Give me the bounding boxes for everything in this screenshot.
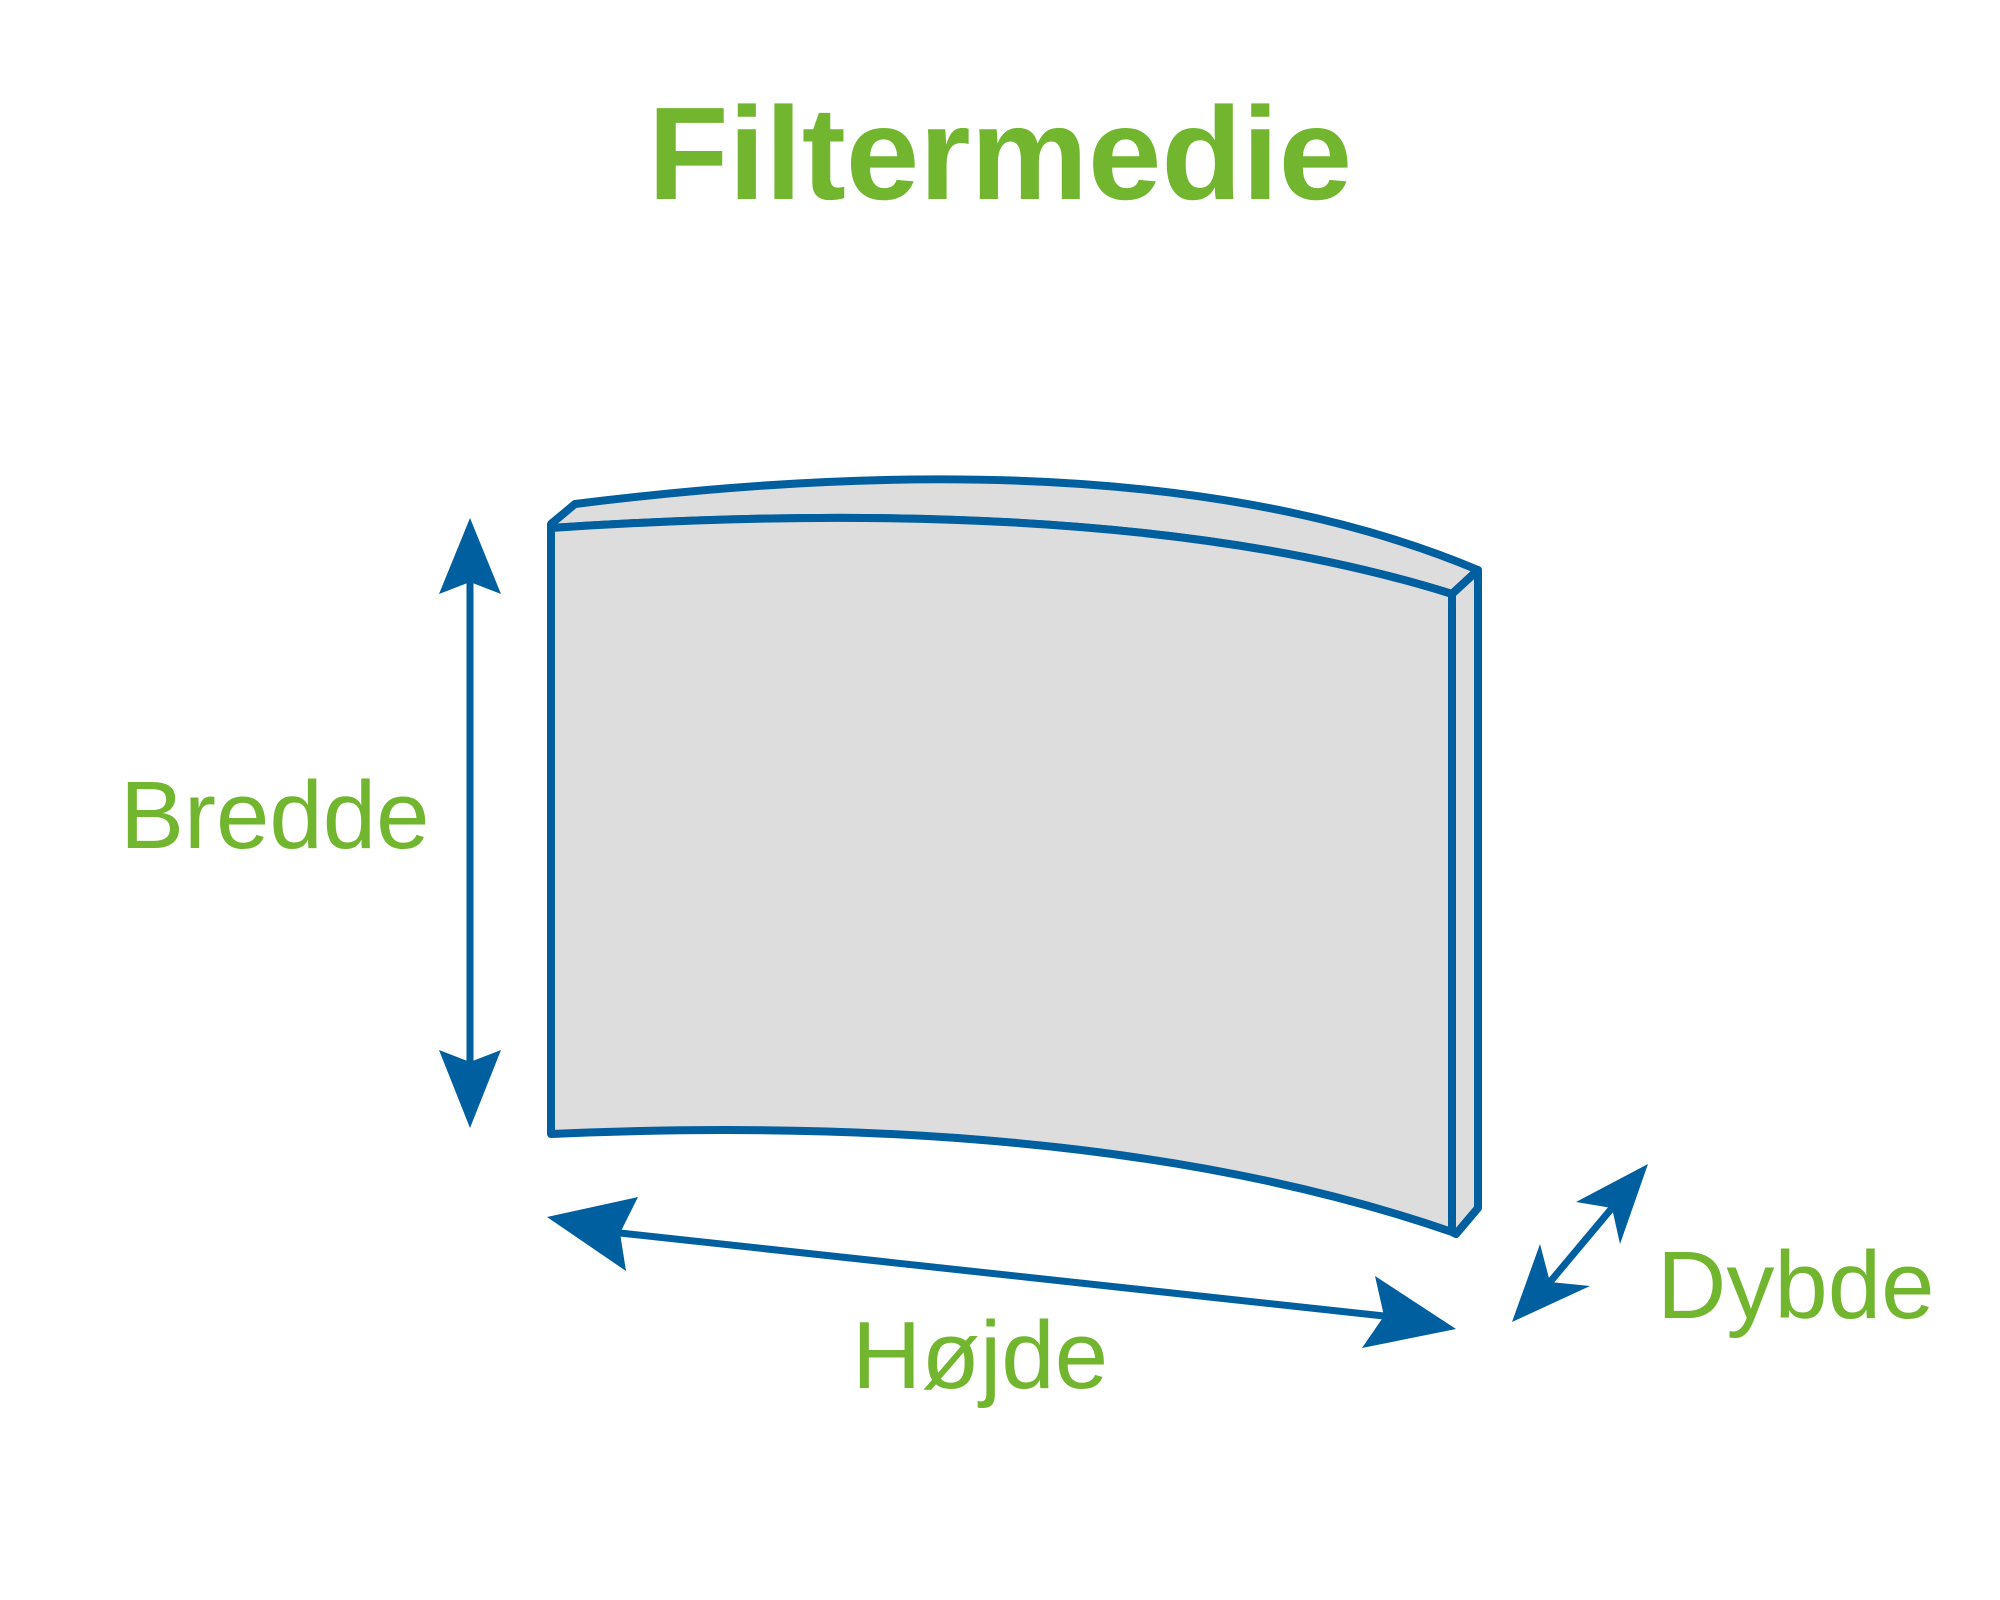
diagram-title: Filtermedie	[647, 80, 1353, 227]
depth-label: Dybde	[1657, 1232, 1935, 1339]
height-arrow	[547, 1197, 1456, 1348]
depth-arrow	[1512, 1164, 1648, 1322]
width-arrow	[439, 518, 501, 1128]
width-label: Bredde	[120, 762, 430, 869]
panel-front-face	[547, 513, 1456, 1236]
height-label: Højde	[852, 1302, 1109, 1409]
